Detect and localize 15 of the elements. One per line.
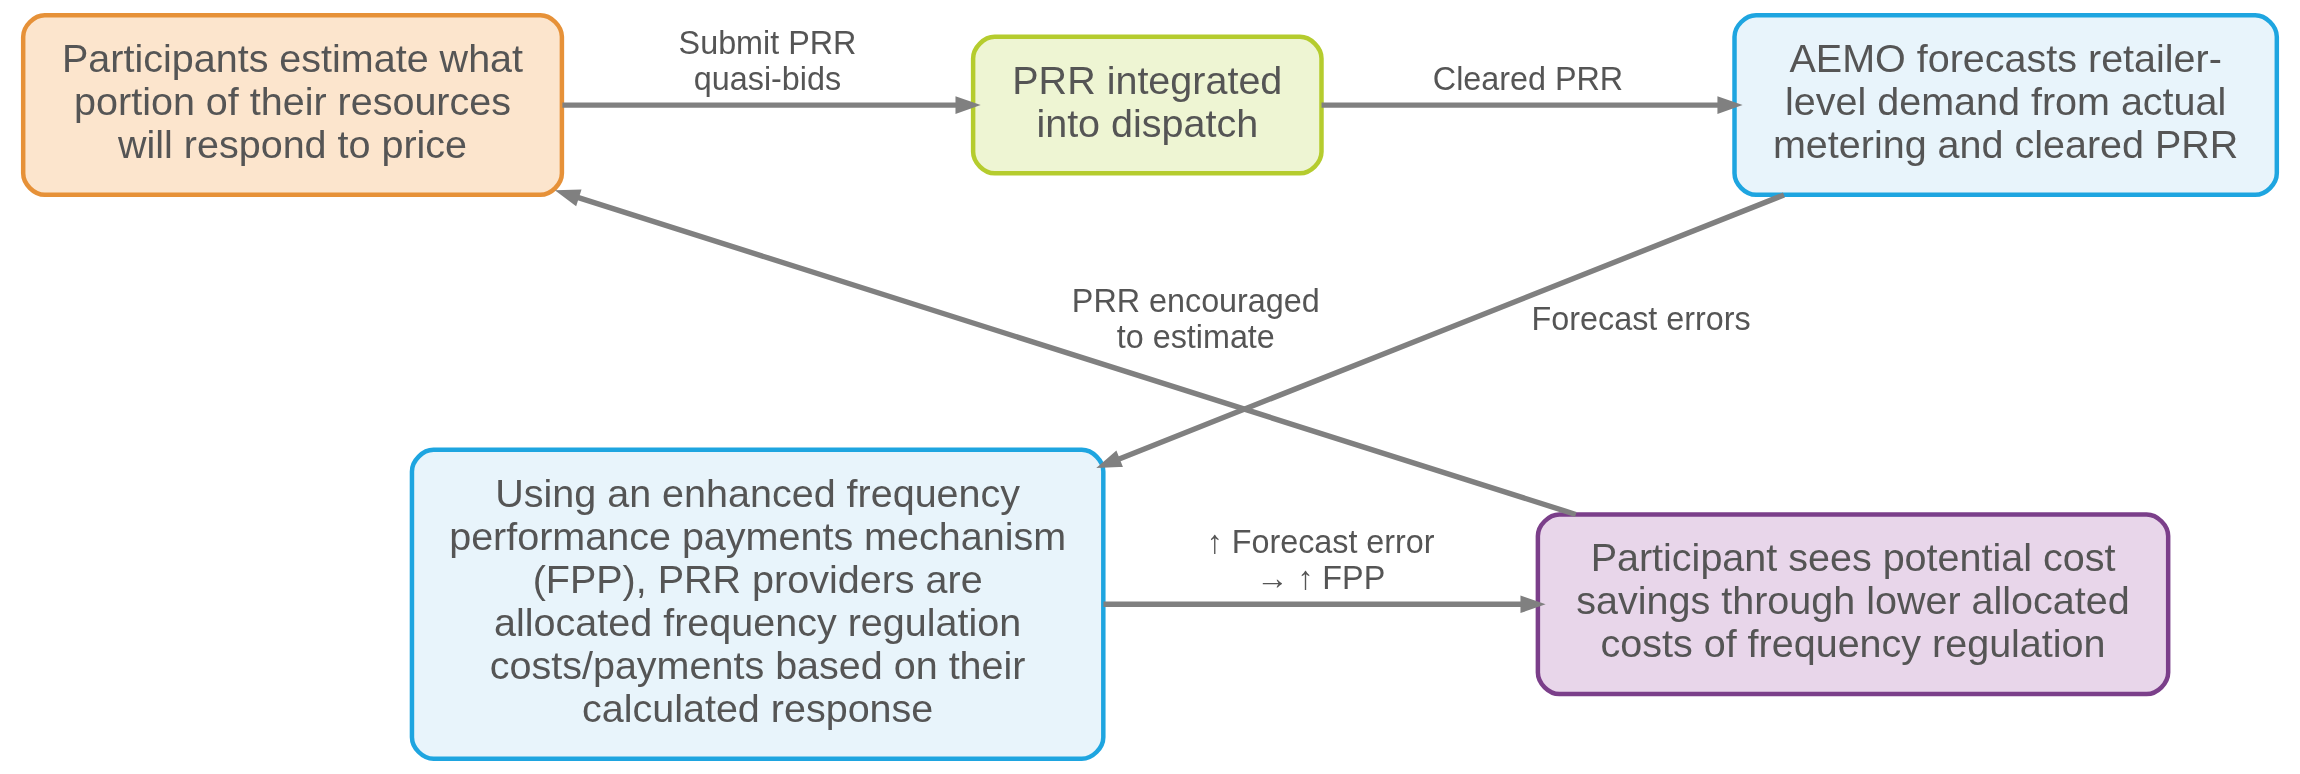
edge-label: Submit PRR quasi-bids — [678, 24, 857, 97]
edge-label: PRR encouraged to estimate — [1071, 283, 1320, 356]
node-box: Participant sees potential cost savings through lower allocated costs of frequency regulation — [1535, 512, 2171, 697]
arrow — [554, 189, 1577, 517]
node-box: Using an enhanced frequency performance payments mechanism (FPP), PRR providers are allocated frequency regulation costs/payments based on their calculated response — [409, 447, 1106, 761]
arrow — [1321, 96, 1743, 114]
edge-label: Forecast errors — [1531, 301, 1751, 338]
node-box: Participants estimate what portion of their resources will respond to price — [20, 13, 565, 198]
edge-label: Cleared PRR — [1432, 60, 1624, 97]
arrow — [562, 96, 981, 114]
node-box: AEMO forecasts retailer-level demand from actual metering and cleared PRR — [1732, 13, 2280, 198]
arrow — [1096, 192, 1785, 469]
node-box: PRR integrated into dispatch — [970, 34, 1324, 176]
arrow — [1103, 595, 1546, 614]
edge-label: ↑ Forecast error → ↑ FPP — [1206, 523, 1435, 596]
